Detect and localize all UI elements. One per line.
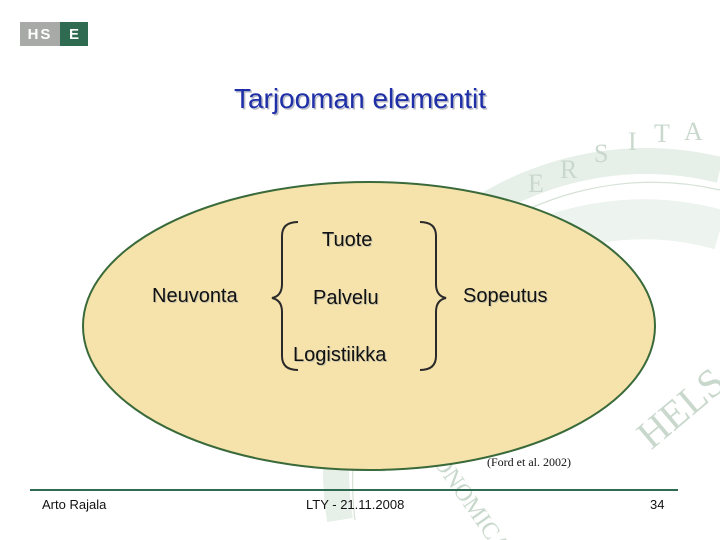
page-number: 34 [650, 497, 665, 512]
watermark-letter-5: T [654, 119, 670, 148]
hse-logo: HS E [20, 22, 88, 46]
watermark-letter-2: R [560, 155, 578, 184]
footer-center-text: LTY - 21.11.2008 [306, 497, 405, 512]
right-curly-brace [419, 221, 447, 371]
label-sopeutus: Sopeutus [463, 285, 548, 307]
label-logistiikka: Logistiikka [293, 344, 387, 366]
watermark-letter-4: I [628, 127, 637, 156]
citation: (Ford et al. 2002) [487, 455, 571, 469]
watermark-letter-3: S [594, 139, 608, 168]
label-palvelu: Palvelu [313, 287, 379, 309]
logo-hs-block: HS [20, 22, 60, 46]
label-neuvonta: Neuvonta [152, 285, 238, 307]
watermark-letter-1: E [528, 169, 544, 198]
left-curly-brace [271, 221, 299, 371]
logo-e-block: E [60, 22, 88, 46]
watermark-upper-text: HELS [628, 359, 720, 458]
offering-ellipse [82, 181, 656, 471]
watermark-letter-6: A [684, 117, 703, 146]
slide-title: Tarjooman elementit [233, 83, 487, 114]
footer-divider [30, 489, 678, 491]
label-tuote: Tuote [322, 229, 373, 251]
footer-author: Arto Rajala [42, 497, 107, 512]
